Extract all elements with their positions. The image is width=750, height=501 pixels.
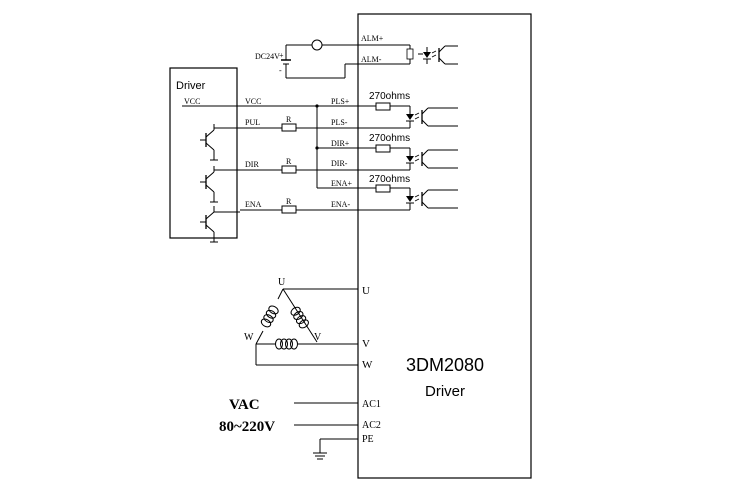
resistor-value-pls: 270ohms (369, 91, 410, 102)
dc24v-alarm-circuit: DC24V + - (255, 39, 458, 79)
resistor-pul-label: R (286, 115, 292, 124)
driver-model-label: 3DM2080 (406, 355, 484, 375)
terminal-ena-plus: ENA+ (331, 179, 352, 188)
terminal-pls-plus: PLS+ (331, 97, 350, 106)
motor-u-label: U (278, 277, 286, 288)
dc24v-label: DC24V (255, 52, 280, 61)
dc24v-plus: + (279, 51, 284, 60)
resistor-value-dir: 270ohms (369, 133, 410, 144)
controller-box (169, 67, 238, 239)
resistor-ena-label: R (286, 197, 292, 206)
terminal-dir-plus: DIR+ (331, 139, 350, 148)
controller-transistors (200, 123, 240, 243)
terminal-alm-plus: ALM+ (361, 34, 384, 43)
terminal-ena-minus: ENA- (331, 200, 350, 209)
signal-ena-label: ENA (245, 200, 262, 209)
controller-vcc-label: VCC (184, 97, 200, 106)
ac-supply-lines (294, 402, 358, 460)
coil-wv-icon (275, 338, 298, 350)
terminal-dir-minus: DIR- (331, 159, 348, 168)
motor-windings (255, 288, 358, 366)
motor-w-label: W (244, 332, 254, 343)
driver-3dm2080-box (357, 13, 532, 479)
terminal-u: U (362, 285, 370, 297)
terminal-alm-minus: ALM- (361, 55, 382, 64)
terminal-ac2: AC2 (362, 420, 381, 431)
terminal-v: V (362, 338, 370, 350)
terminal-w: W (362, 359, 373, 371)
signal-vcc-label: VCC (245, 97, 261, 106)
ac-voltage-range: 80~220V (219, 419, 275, 435)
terminal-pe: PE (362, 434, 374, 445)
driver-name-label: Driver (425, 383, 465, 400)
motor-v-label: V (314, 332, 322, 343)
terminal-pls-minus: PLS- (331, 118, 348, 127)
signal-lines (240, 123, 410, 214)
controller-title: Driver (176, 80, 206, 92)
resistor-dir-label: R (286, 157, 292, 166)
signal-pul-label: PUL (245, 118, 260, 127)
resistor-value-ena: 270ohms (369, 174, 410, 185)
signal-dir-label: DIR (245, 160, 259, 169)
terminal-ac1: AC1 (362, 399, 381, 410)
dc24v-minus: - (279, 66, 282, 75)
coil-uv-icon (290, 306, 309, 329)
coil-uw-icon (260, 305, 279, 328)
internal-input-optocouplers (365, 102, 458, 210)
ac-voltage-title: VAC (229, 397, 260, 413)
lamp-symbol-icon (311, 39, 323, 51)
